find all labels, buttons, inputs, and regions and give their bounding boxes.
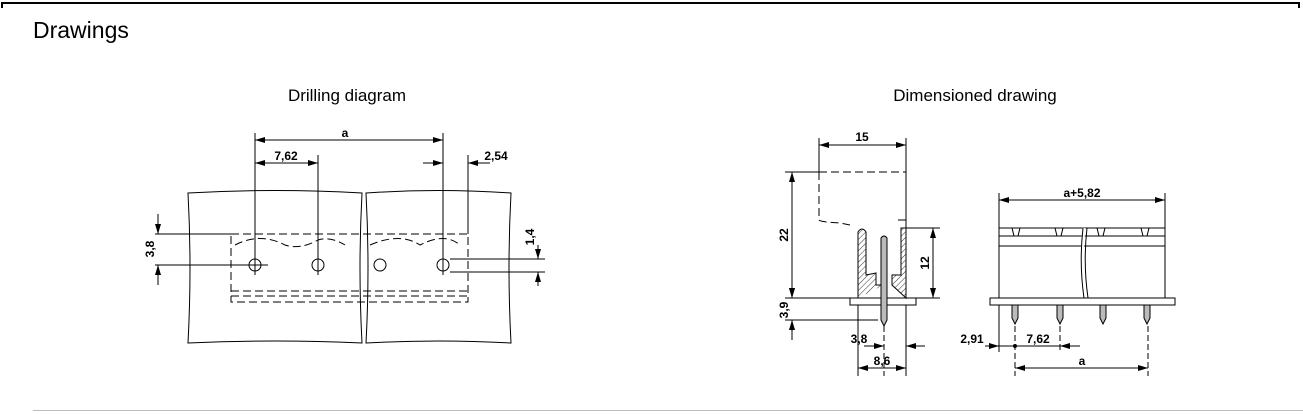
drilling-diagram-title: Drilling diagram <box>287 86 407 105</box>
dim-pitch: 7,62 <box>274 149 298 163</box>
dim-socket: 12 <box>918 256 932 270</box>
dimensioned-drawing-title: Dimensioned drawing <box>893 86 1057 105</box>
dim-width: a+5,82 <box>1063 186 1100 200</box>
dim-hole: 1,4 <box>523 228 537 245</box>
dim-a: a <box>342 126 349 140</box>
section-frame <box>1 2 1300 8</box>
dim-depth: 15 <box>855 130 869 144</box>
dim-row: 3,8 <box>143 240 157 257</box>
dim-base: 8,6 <box>874 354 891 368</box>
dim-pin: 3,9 <box>777 301 791 318</box>
dim-front-a: a <box>1079 354 1086 368</box>
section-title: Drawings <box>33 17 129 43</box>
dim-offset: 2,54 <box>484 149 508 163</box>
drilling-diagram <box>155 133 545 344</box>
dim-height: 22 <box>777 228 791 242</box>
dim-edge: 2,91 <box>960 332 984 346</box>
divider <box>33 410 1303 411</box>
side-view <box>785 138 940 376</box>
front-view <box>985 193 1176 376</box>
dim-pin-pos: 3,8 <box>851 332 868 346</box>
dim-front-pitch: 7,62 <box>1026 332 1050 346</box>
